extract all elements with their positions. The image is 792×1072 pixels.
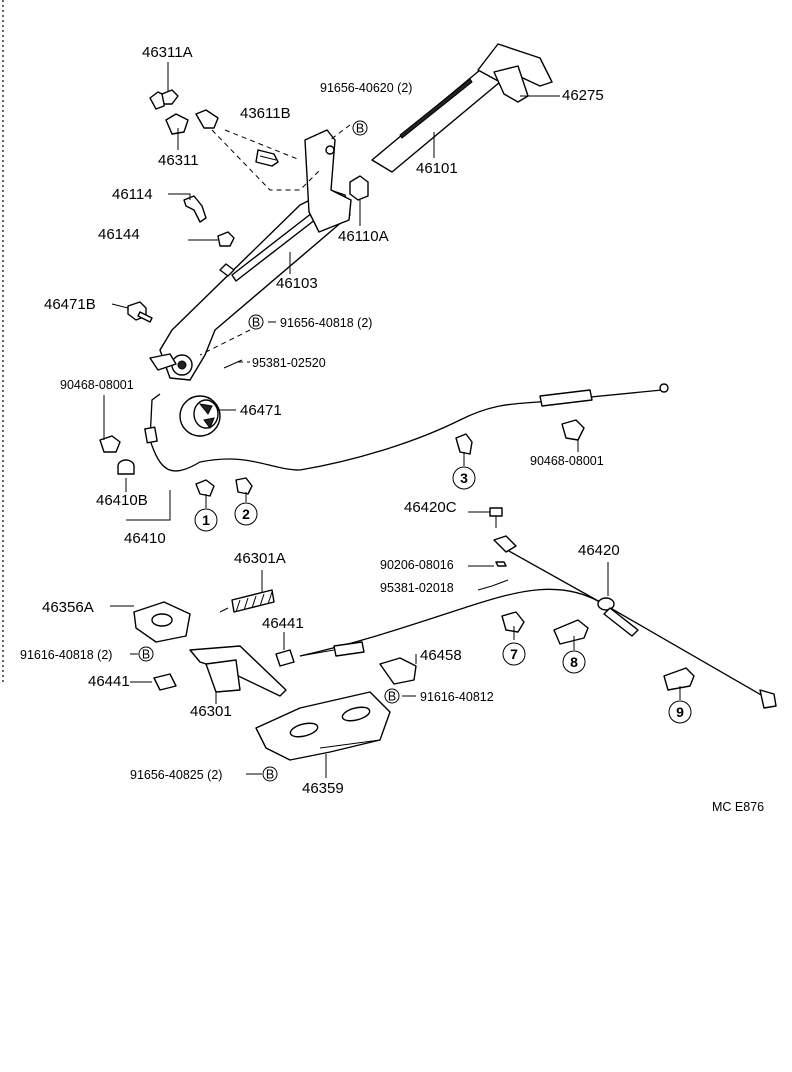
callout-8: 8 — [562, 650, 586, 674]
clip-2-drawing — [235, 477, 253, 495]
label-46301a: 46301A — [234, 550, 286, 567]
bolt-43611b-drawing — [255, 149, 279, 167]
clip-46311-drawing — [165, 109, 219, 135]
cable-46410-drawing — [144, 383, 669, 472]
label-46301: 46301 — [190, 703, 232, 720]
clip-90468-left-drawing — [99, 435, 121, 453]
pin-46114-drawing — [183, 195, 207, 223]
callout-b-91616-40812: B — [384, 688, 400, 704]
callout-b-91616-40818: B — [138, 646, 154, 662]
spring-46301a-drawing — [219, 589, 275, 613]
callout-7: 7 — [502, 642, 526, 666]
equalizer-46301-drawing — [189, 645, 287, 697]
label-46356a: 46356A — [42, 599, 94, 616]
pin-95381-02018-drawing — [491, 579, 509, 587]
label-46410: 46410 — [124, 530, 166, 547]
callout-b-text: B — [266, 768, 274, 782]
plate-46359-drawing — [255, 691, 391, 761]
bolt-46420c-drawing — [489, 507, 503, 528]
label-46311: 46311 — [158, 152, 199, 169]
bolt-46471b-drawing — [127, 301, 153, 323]
label-90468-08001-left: 90468-08001 — [60, 378, 134, 392]
leader-lines — [103, 62, 681, 778]
svg-text:1: 1 — [202, 512, 210, 528]
pin-95381-02520-drawing — [223, 359, 243, 369]
clip-1-drawing — [195, 479, 215, 497]
label-91656-40620: 91656-40620 (2) — [320, 81, 412, 95]
label-46441-top: 46441 — [262, 615, 304, 632]
drawing-code: MC E876 — [712, 800, 764, 814]
handle-shaft-46101-drawing — [371, 43, 553, 173]
plate-46356a-drawing — [133, 601, 191, 643]
label-46144: 46144 — [98, 226, 140, 243]
svg-text:9: 9 — [676, 704, 684, 720]
svg-text:2: 2 — [242, 506, 250, 522]
svg-text:7: 7 — [510, 646, 518, 662]
label-46103: 46103 — [276, 275, 318, 292]
callout-1: 1 — [194, 508, 218, 532]
callout-2: 2 — [234, 502, 258, 526]
pin-90206-drawing — [495, 561, 507, 567]
label-46311a: 46311A — [142, 44, 193, 61]
svg-text:3: 3 — [460, 470, 468, 486]
label-43611b: 43611B — [240, 105, 291, 122]
wheel-46471-drawing — [179, 395, 221, 437]
label-91616-40818: 91616-40818 (2) — [20, 648, 112, 662]
clip-9-drawing — [663, 667, 695, 691]
label-95381-02018: 95381-02018 — [380, 581, 454, 595]
label-46114: 46114 — [112, 186, 153, 203]
lever-bracket-46103-drawing — [149, 129, 352, 381]
clip-46311a-drawing — [149, 89, 179, 110]
spacer-46110a-drawing — [349, 175, 369, 201]
label-46471: 46471 — [240, 402, 282, 419]
label-46110a: 46110A — [338, 228, 389, 245]
label-90468-08001-right: 90468-08001 — [530, 454, 604, 468]
clip-7-drawing — [501, 611, 525, 633]
label-90206-08016: 90206-08016 — [380, 558, 454, 572]
cable-46420-drawing — [299, 535, 777, 709]
label-91616-40812: 91616-40812 — [420, 690, 494, 704]
grommet-46410b-drawing — [117, 459, 135, 475]
callout-3: 3 — [452, 466, 476, 490]
callout-b-text: B — [142, 648, 150, 662]
callout-b-text: B — [252, 316, 260, 330]
label-46359: 46359 — [302, 780, 344, 797]
label-91656-40818: 91656-40818 (2) — [280, 316, 372, 330]
clip-8-drawing — [553, 619, 589, 645]
label-95381-02520: 95381-02520 — [252, 356, 326, 370]
callout-b-text: B — [388, 690, 396, 704]
callout-b-91656-40620: B — [352, 120, 368, 136]
label-46441-left: 46441 — [88, 673, 130, 690]
label-91656-40825: 91656-40825 (2) — [130, 768, 222, 782]
label-46410b: 46410B — [96, 492, 148, 509]
label-46420: 46420 — [578, 542, 620, 559]
callout-9: 9 — [668, 700, 692, 724]
svg-text:8: 8 — [570, 654, 578, 670]
clip-3-drawing — [455, 433, 473, 455]
clip-46144-drawing — [217, 231, 235, 247]
label-46471b: 46471B — [44, 296, 96, 313]
sleeve-46441-left-drawing — [153, 673, 177, 691]
label-46420c: 46420C — [404, 499, 457, 516]
callout-b-text: B — [356, 122, 364, 136]
callout-b-91656-40825: B — [262, 766, 278, 782]
block-46458-drawing — [379, 657, 417, 685]
callout-b-91656-40818: B — [248, 314, 264, 330]
label-46101: 46101 — [416, 160, 458, 177]
label-46458: 46458 — [420, 647, 462, 664]
sleeve-46441-top-drawing — [275, 649, 295, 667]
clip-90468-right-drawing — [561, 419, 585, 441]
label-46275: 46275 — [562, 87, 604, 104]
